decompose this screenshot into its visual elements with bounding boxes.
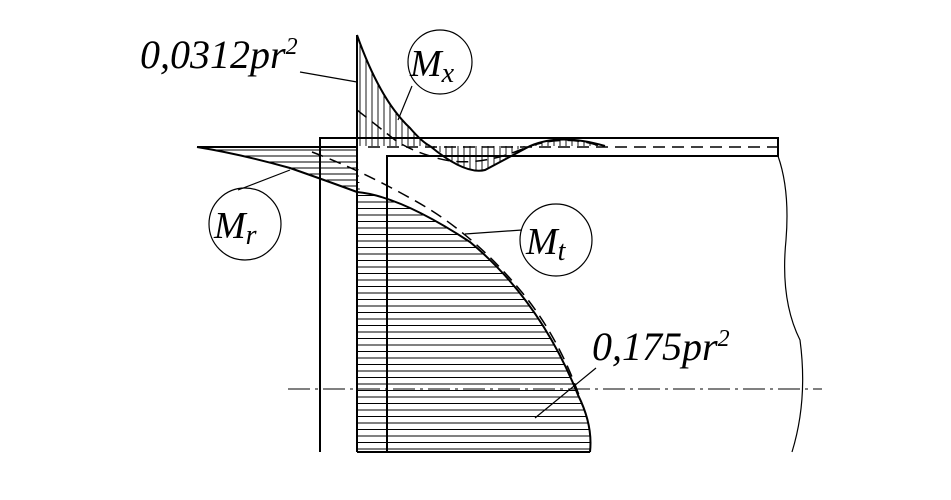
mx-leader [397, 85, 413, 121]
mt-leader [464, 229, 523, 235]
bottom-value-leader [534, 367, 597, 419]
mx-dashed-curve [356, 109, 601, 163]
bottom-value-label: 0,175pr2 [592, 324, 730, 369]
mr-wedge-hatching [197, 149, 357, 192]
mt-curve [311, 151, 581, 399]
mx-wave-curve [429, 138, 606, 172]
mr-hatching [357, 149, 591, 450]
mr-label: Mr [213, 205, 257, 251]
mt-label: Mt [525, 221, 567, 267]
top-value-leader [299, 71, 358, 83]
mr-leader [237, 169, 291, 191]
top-value-label: 0,0312pr2 [140, 32, 298, 77]
mx-curve-top [356, 34, 431, 147]
mr-wedge-curve [196, 146, 358, 193]
mr-label-circle [208, 187, 282, 261]
mx-label-circle [407, 29, 473, 95]
mr-lower-curve [356, 191, 592, 453]
break-line [777, 155, 804, 453]
mx-label: Mx [409, 43, 455, 89]
mt-label-circle [519, 203, 593, 277]
shell-outline [319, 137, 779, 452]
